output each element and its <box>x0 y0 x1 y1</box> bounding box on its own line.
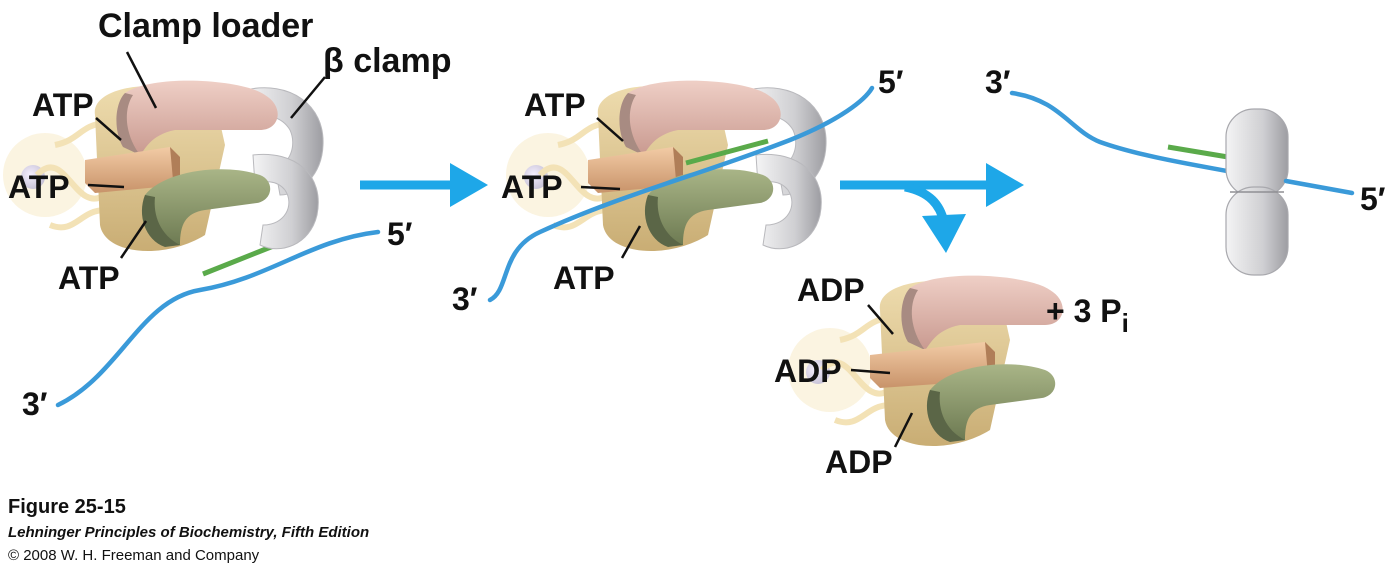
leader-line <box>596 117 624 142</box>
beta-clamp-label: β clamp <box>323 42 451 80</box>
figure-number: Figure 25-15 <box>8 496 126 518</box>
five-prime-label: 5′ <box>1360 181 1386 217</box>
arrow-1 <box>360 163 488 207</box>
three-prime-label: 3′ <box>985 64 1011 100</box>
arrow-2 <box>840 163 1024 253</box>
atp-label: ATP <box>58 260 120 296</box>
leader-line <box>95 117 122 141</box>
leader-line <box>87 183 125 189</box>
three-prime-label: 3′ <box>22 386 48 422</box>
dna-template-strand-3 <box>1009 90 1253 179</box>
adp-label: ADP <box>825 444 893 480</box>
atp-label: ATP <box>501 169 563 205</box>
leader-line <box>290 76 326 119</box>
book-title: Lehninger Principles of Biochemistry, Fi… <box>8 524 370 541</box>
leader-line <box>867 304 894 335</box>
panel-3: 3′ 5′ <box>985 64 1386 276</box>
leader-line <box>850 368 891 375</box>
leader-line <box>125 51 158 109</box>
released-clamp-loader: ADP ADP ADP + 3 Pi <box>774 272 1129 480</box>
panel-2: ATP ATP ATP 5′ 3′ <box>452 64 904 317</box>
phosphate-label: + 3 Pi <box>1046 293 1129 338</box>
five-prime-label: 5′ <box>878 64 904 100</box>
adp-label: ADP <box>797 272 865 308</box>
three-prime-label: 3′ <box>452 281 478 317</box>
dna-template-strand-2 <box>487 85 875 303</box>
atp-label: ATP <box>8 169 70 205</box>
leader-line <box>119 220 148 259</box>
atp-label: ATP <box>32 87 94 123</box>
dna-template-strand-1 <box>55 229 381 408</box>
dna-template-strand-3-exit <box>1283 178 1355 196</box>
five-prime-label: 5′ <box>387 216 413 252</box>
primer-2 <box>685 138 769 166</box>
copyright: © 2008 W. H. Freeman and Company <box>8 547 260 564</box>
atp-label: ATP <box>553 260 615 296</box>
clamp-loader-label: Clamp loader <box>98 7 313 45</box>
panel-1: Clamp loader β clamp ATP ATP ATP 5′ 3′ <box>3 7 451 422</box>
beta-clamp-on-dna <box>1225 108 1289 276</box>
adp-label: ADP <box>774 353 842 389</box>
leader-line <box>580 185 621 191</box>
leader-line <box>620 225 642 259</box>
atp-label: ATP <box>524 87 586 123</box>
leader-line <box>893 412 914 448</box>
